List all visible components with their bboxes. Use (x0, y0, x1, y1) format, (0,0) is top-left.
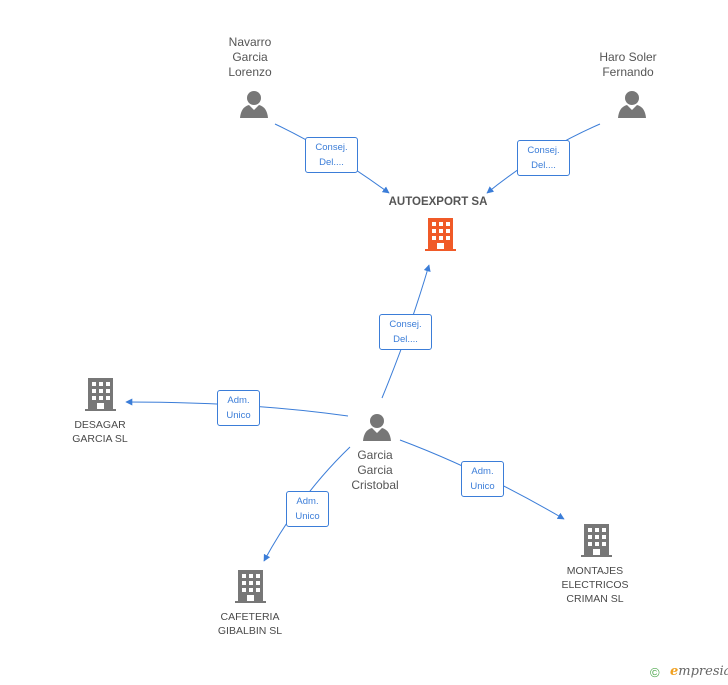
garcia-person-icon[interactable] (363, 414, 391, 441)
main-company-building-icon[interactable] (425, 218, 456, 251)
brand-initial: e (670, 664, 679, 679)
empresia-logo[interactable]: empresia (670, 664, 728, 679)
brand-rest: mpresia (678, 664, 728, 679)
haro-name[interactable]: Haro Soler Fernando (599, 50, 657, 79)
cafeteria-building-icon[interactable] (235, 570, 266, 603)
edge-label-garcia-cafeteria: Adm. Unico (286, 491, 329, 527)
edge-label-garcia-main: Consej. Del.... (379, 314, 432, 350)
navarro-name[interactable]: Navarro Garcia Lorenzo (228, 35, 272, 79)
main-company-name[interactable]: AUTOEXPORT SA (388, 196, 488, 208)
desagar-building-icon[interactable] (85, 378, 116, 411)
edge-label-garcia-desagar: Adm. Unico (217, 390, 260, 426)
desagar-name[interactable]: DESAGAR GARCIA SL (72, 419, 128, 445)
cafeteria-name[interactable]: CAFETERIA GIBALBIN SL (217, 611, 283, 637)
copyright-symbol: © (650, 665, 660, 680)
haro-person-icon[interactable] (618, 91, 646, 118)
edge-label-haro-main: Consej. Del.... (517, 140, 570, 176)
garcia-name[interactable]: Garcia Garcia Cristobal (351, 448, 399, 492)
navarro-person-icon[interactable] (240, 91, 268, 118)
montajes-name[interactable]: MONTAJES ELECTRICOS CRIMAN SL (561, 565, 629, 605)
montajes-building-icon[interactable] (581, 524, 612, 557)
edge-label-garcia-montajes: Adm. Unico (461, 461, 504, 497)
edge-label-navarro-main: Consej. Del.... (305, 137, 358, 173)
